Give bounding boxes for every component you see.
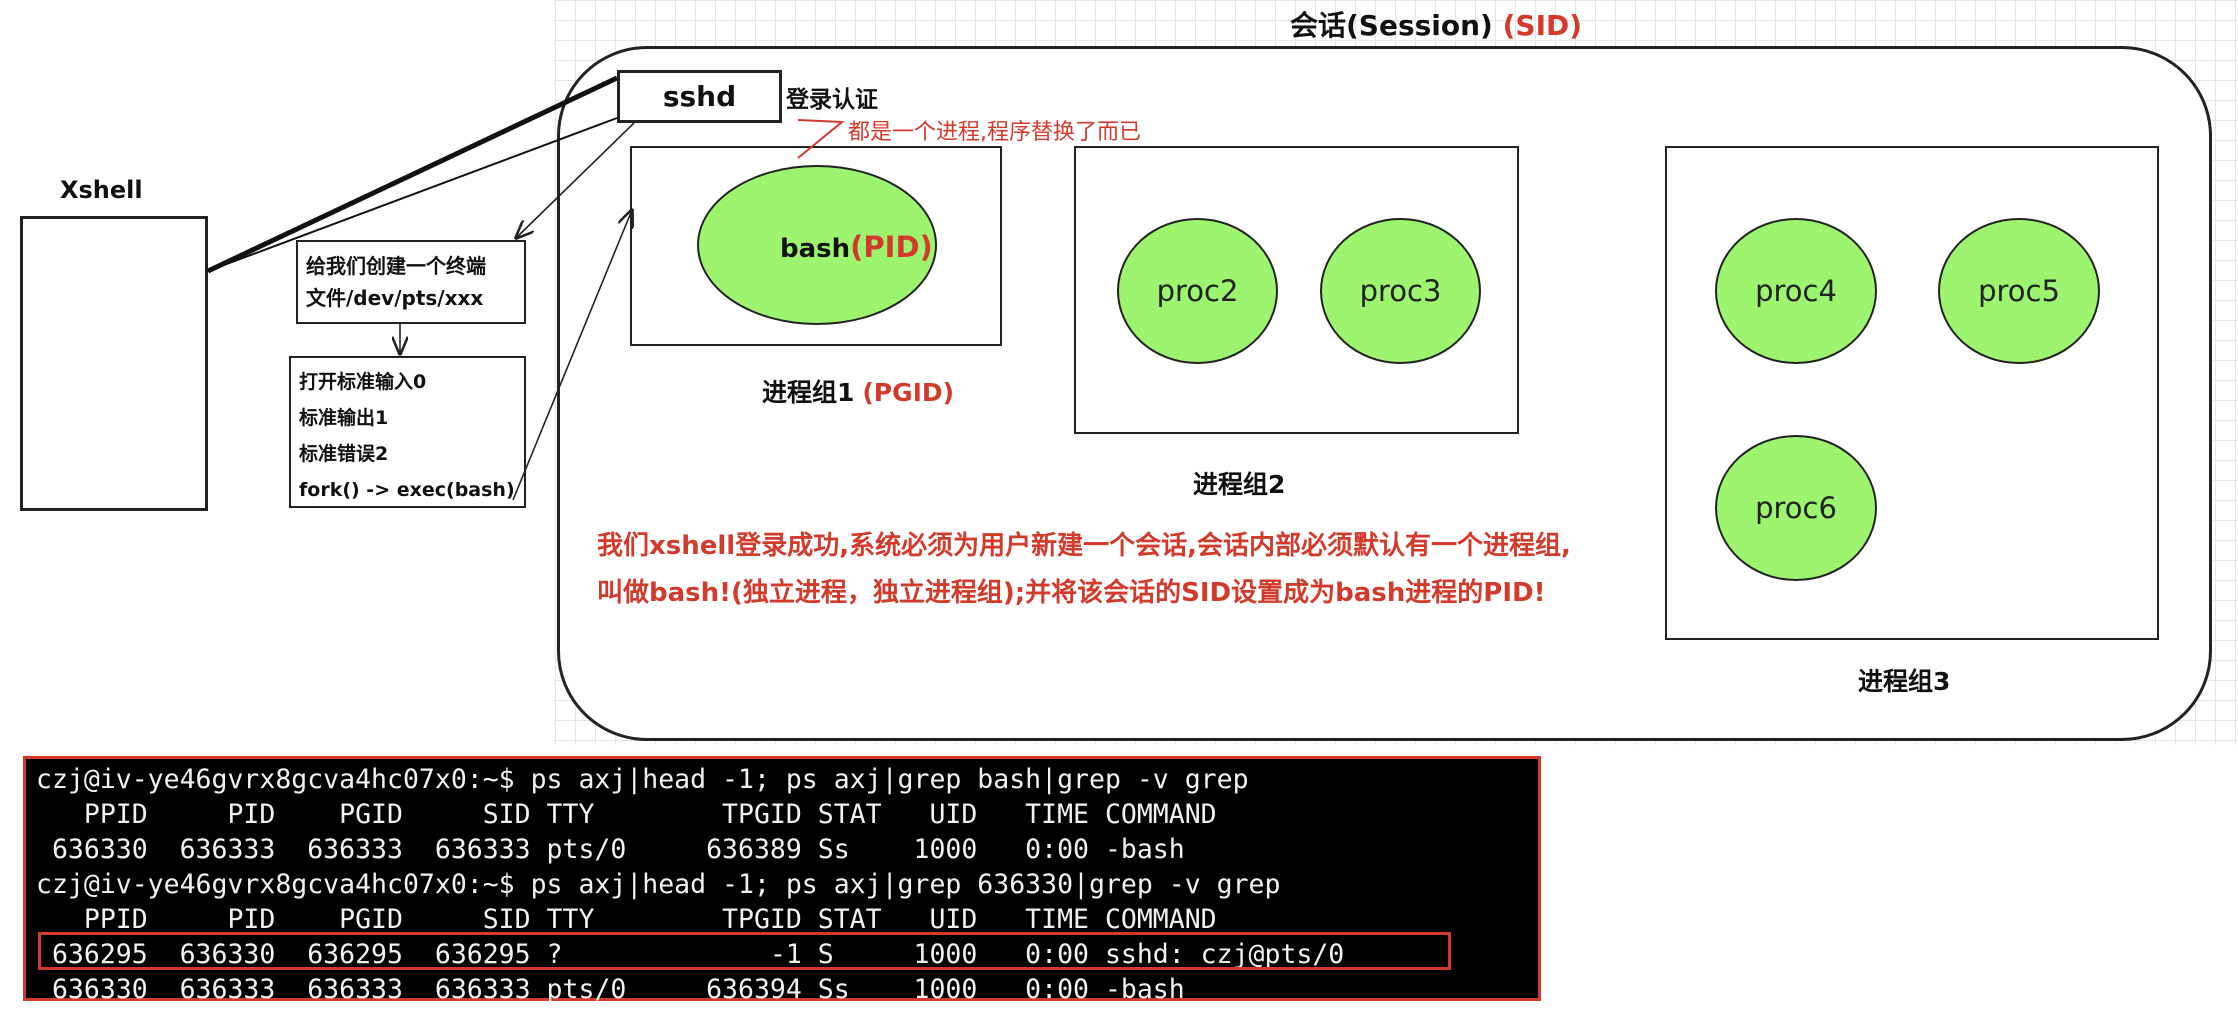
xshell-label: Xshell bbox=[60, 176, 143, 204]
sshd-label: sshd bbox=[662, 80, 737, 113]
terminal-line: PPID PID PGID SID TTY TPGID STAT UID TIM… bbox=[36, 799, 1217, 830]
terminal-creation-line1: 给我们创建一个终端 bbox=[306, 254, 486, 278]
terminal-creation-box: 给我们创建一个终端 文件/dev/pts/xxx bbox=[296, 240, 526, 324]
session-sid-tag: (SID) bbox=[1502, 9, 1583, 42]
terminal-line: 636330 636333 636333 636333 pts/0 636389… bbox=[36, 834, 1185, 865]
stdio-box: 打开标准输入0 标准输出1 标准错误2 fork() -> exec(bash) bbox=[289, 356, 526, 508]
explanation-line2: 叫做bash!(独立进程，独立进程组);并将该会话的SID设置成为bash进程的… bbox=[597, 578, 1546, 608]
sshd-row-highlight bbox=[38, 932, 1451, 970]
stdio-line3: 标准错误2 bbox=[299, 443, 389, 465]
bash-pid-tag: (PID) bbox=[850, 230, 933, 264]
group1-label: 进程组1 bbox=[762, 378, 855, 407]
terminal-line: 636330 636333 636333 636333 pts/0 636394… bbox=[36, 974, 1185, 1005]
proc2-process[interactable]: proc2 bbox=[1117, 218, 1278, 364]
terminal-creation-line2: 文件/dev/pts/xxx bbox=[306, 286, 484, 310]
proc6-label: proc6 bbox=[1755, 491, 1837, 525]
terminal-output[interactable]: czj@iv-ye46gvrx8gcva4hc07x0:~$ ps axj|he… bbox=[23, 756, 1541, 1005]
session-title: 会话(Session) (SID) bbox=[1290, 4, 1582, 44]
sshd-box: sshd bbox=[617, 70, 782, 123]
sshd-to-terminal-arrow bbox=[516, 122, 635, 238]
terminal-line: PPID PID PGID SID TTY TPGID STAT UID TIM… bbox=[36, 904, 1217, 935]
terminal-line: czj@iv-ye46gvrx8gcva4hc07x0:~$ ps axj|he… bbox=[36, 869, 1281, 900]
bash-process[interactable] bbox=[697, 165, 937, 325]
proc6-process[interactable]: proc6 bbox=[1715, 435, 1877, 581]
proc4-label: proc4 bbox=[1755, 274, 1837, 308]
stdio-line4: fork() -> exec(bash) bbox=[299, 479, 515, 501]
session-label: 会话(Session) bbox=[1290, 9, 1493, 42]
stdio-to-bash-arrow bbox=[512, 210, 632, 501]
terminal-line: 636295 636330 636295 636295 ? -1 S 1000 … bbox=[36, 939, 1345, 970]
sshd-bash-note-line bbox=[797, 119, 845, 159]
connector-lines bbox=[206, 75, 845, 501]
group1-pgid-tag: (PGID) bbox=[862, 378, 955, 407]
group3-label: 进程组3 bbox=[1858, 667, 1951, 696]
process-group-1-caption: 进程组1 (PGID) bbox=[762, 373, 954, 409]
bash-label: bash bbox=[780, 234, 851, 264]
sshd-note: 都是一个进程,程序替换了而已 bbox=[848, 120, 1141, 145]
xshell-sshd-upper-line bbox=[206, 75, 619, 274]
proc5-process[interactable]: proc5 bbox=[1938, 218, 2100, 364]
xshell-sshd-lower-line bbox=[207, 117, 618, 272]
stdio-line2: 标准输出1 bbox=[299, 407, 389, 429]
proc3-process[interactable]: proc3 bbox=[1320, 218, 1481, 364]
sshd-auth-label: 登录认证 bbox=[786, 87, 878, 113]
proc4-process[interactable]: proc4 bbox=[1715, 218, 1877, 364]
xshell-window[interactable] bbox=[20, 216, 208, 511]
bash-process-label: bash(PID) bbox=[780, 230, 933, 264]
proc5-label: proc5 bbox=[1978, 274, 2060, 308]
explanation-line1: 我们xshell登录成功,系统必须为用户新建一个会话,会话内部必须默认有一个进程… bbox=[597, 531, 1571, 561]
proc3-label: proc3 bbox=[1359, 274, 1442, 308]
terminal-line: czj@iv-ye46gvrx8gcva4hc07x0:~$ ps axj|he… bbox=[36, 764, 1249, 795]
stdio-line1: 打开标准输入0 bbox=[299, 371, 427, 393]
group2-label: 进程组2 bbox=[1193, 470, 1286, 499]
proc2-label: proc2 bbox=[1156, 274, 1239, 308]
